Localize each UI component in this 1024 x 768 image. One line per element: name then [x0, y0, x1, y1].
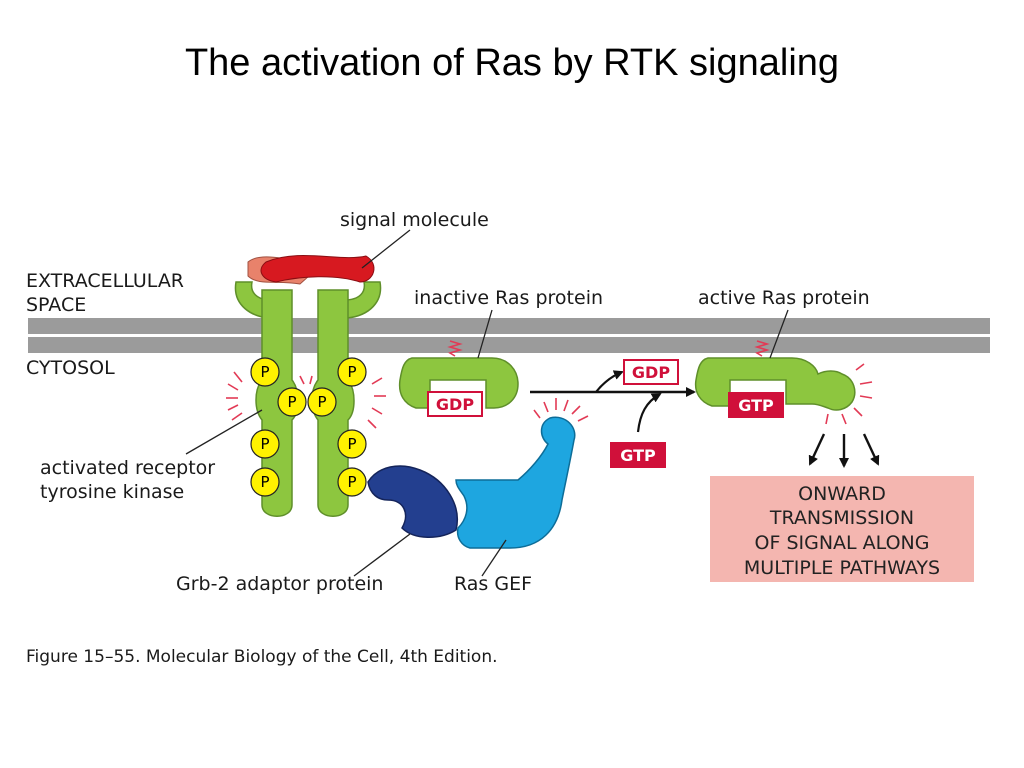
leader-lines — [185, 229, 789, 577]
phosphate: P — [337, 429, 367, 459]
svg-text:ONWARD: ONWARD — [798, 483, 886, 505]
svg-text:GDP: GDP — [632, 363, 670, 382]
svg-text:GDP: GDP — [436, 395, 474, 414]
gef-activity-dashes — [533, 398, 589, 422]
cytosol-label: CYTOSOL — [26, 357, 115, 379]
inactive-ras-label: inactive Ras protein — [414, 287, 603, 309]
extracellular-space-label: EXTRACELLULAR — [26, 270, 184, 292]
svg-text:OF SIGNAL ALONG: OF SIGNAL ALONG — [755, 532, 930, 554]
phosphate: P — [307, 387, 337, 417]
receptor-label: activated receptor — [40, 457, 215, 479]
signal-molecule-label: signal molecule — [340, 209, 489, 231]
active-ras-glow-dashes — [825, 363, 873, 425]
figure-caption: Figure 15–55. Molecular Biology of the C… — [26, 647, 498, 667]
svg-text:P: P — [317, 393, 326, 411]
released-gdp: GDP — [623, 359, 679, 385]
phosphate: P — [250, 429, 280, 459]
downstream-arrows — [808, 433, 880, 468]
svg-text:TRANSMISSION: TRANSMISSION — [769, 507, 914, 529]
extracellular-space-label-line2: SPACE — [26, 294, 86, 316]
svg-text:P: P — [347, 473, 356, 491]
gdp-bound-inactive: GDP — [427, 391, 483, 417]
onward-transmission-box: ONWARD TRANSMISSION OF SIGNAL ALONG MULT… — [710, 476, 974, 582]
svg-text:P: P — [347, 363, 356, 381]
svg-text:P: P — [287, 393, 296, 411]
phosphate-groups: P P P P P P P P — [250, 357, 367, 497]
svg-text:P: P — [260, 473, 269, 491]
phosphate: P — [277, 387, 307, 417]
svg-text:P: P — [260, 435, 269, 453]
ras-gef — [455, 416, 576, 549]
grb2-adaptor-protein — [367, 465, 458, 538]
svg-text:P: P — [260, 363, 269, 381]
active-ras-protein — [694, 340, 856, 411]
grb2-label: Grb-2 adaptor protein — [176, 573, 383, 595]
svg-text:GTP: GTP — [620, 446, 656, 465]
phosphate: P — [337, 357, 367, 387]
phosphate: P — [250, 357, 280, 387]
gtp-bound-active: GTP — [728, 392, 784, 418]
svg-text:MULTIPLE PATHWAYS: MULTIPLE PATHWAYS — [744, 557, 940, 579]
phosphate: P — [337, 467, 367, 497]
receptor-label-line2: tyrosine kinase — [40, 481, 184, 503]
activation-glow-dashes — [226, 371, 386, 429]
phosphate: P — [250, 467, 280, 497]
gtp-entry-arrow — [636, 393, 662, 433]
active-ras-label: active Ras protein — [698, 287, 870, 309]
plasma-membrane — [28, 318, 990, 353]
signal-molecule — [247, 255, 375, 285]
incoming-gtp: GTP — [610, 442, 666, 468]
ras-gef-label: Ras GEF — [454, 573, 532, 595]
slide-title: The activation of Ras by RTK signaling — [184, 42, 840, 84]
gdp-release-arrow — [595, 370, 624, 393]
svg-text:GTP: GTP — [738, 396, 774, 415]
svg-text:P: P — [347, 435, 356, 453]
